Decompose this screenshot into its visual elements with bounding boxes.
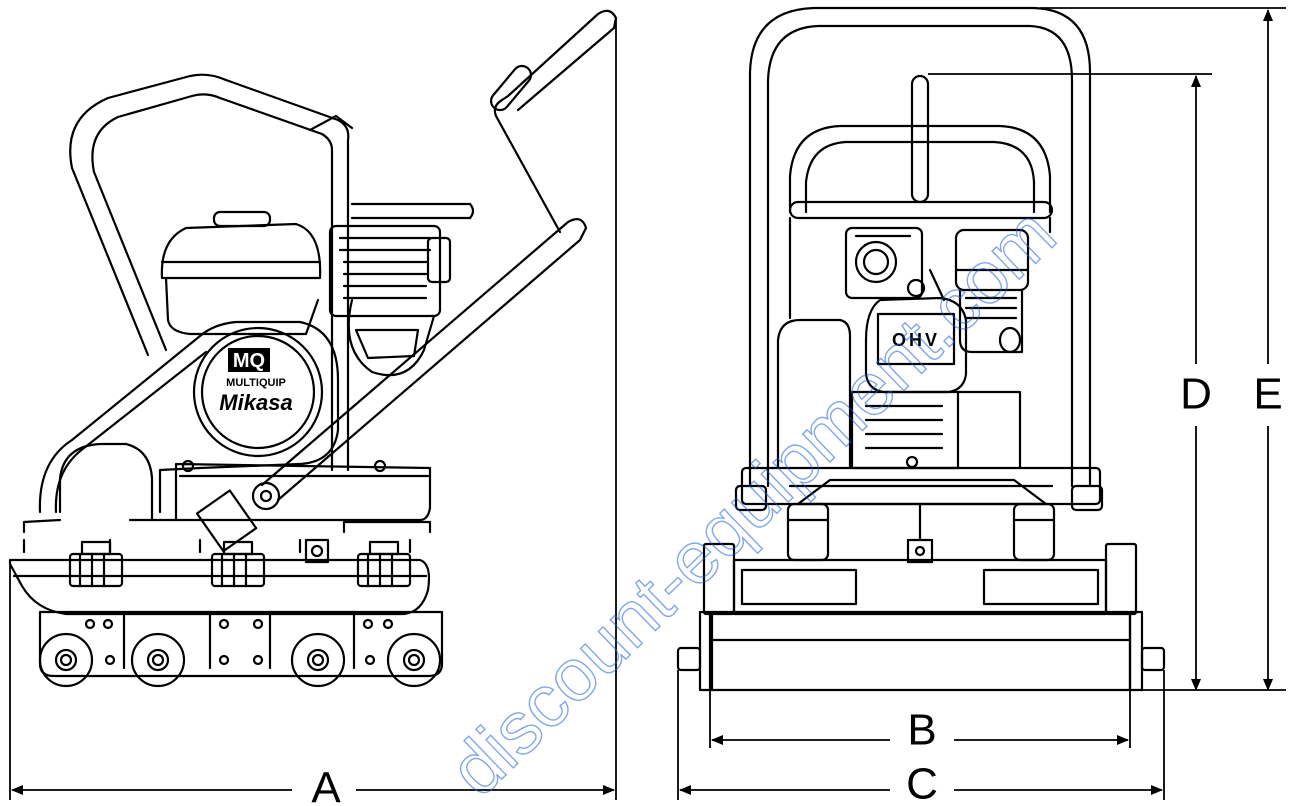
wheels bbox=[38, 632, 442, 688]
dimension-label-e: E bbox=[1253, 370, 1282, 419]
logo-badge: MQ bbox=[233, 350, 265, 372]
operator-handle bbox=[251, 9, 618, 511]
front-lifting-bail bbox=[748, 6, 1092, 488]
front-base-frame bbox=[734, 466, 1104, 564]
dimension-label-d: D bbox=[1180, 370, 1212, 419]
front-engine bbox=[844, 226, 1030, 394]
engine-ohv-label: OHV bbox=[892, 330, 940, 350]
skid-rail bbox=[38, 610, 444, 678]
front-dimensions bbox=[677, 7, 1286, 800]
dimension-label-c: C bbox=[906, 760, 938, 806]
dimension-label-b: B bbox=[907, 706, 936, 755]
logo-disc bbox=[192, 326, 324, 458]
dimension-label-a: A bbox=[311, 764, 341, 806]
compaction-plate bbox=[8, 538, 431, 616]
logo-company: MULTIQUIP bbox=[226, 377, 286, 389]
front-plate bbox=[676, 542, 1166, 692]
shock-mounts bbox=[68, 540, 412, 588]
dimension-a bbox=[9, 18, 617, 800]
base-frame bbox=[22, 459, 432, 553]
logo-brand: Mikasa bbox=[219, 390, 292, 415]
front-fuel-tank bbox=[776, 318, 1022, 470]
side-view: MQ MULTIQUIP Mikasa bbox=[8, 9, 618, 688]
lifting-bail bbox=[69, 73, 354, 472]
engine bbox=[160, 202, 475, 377]
mikasa-logo: MQ MULTIQUIP Mikasa bbox=[219, 348, 293, 415]
front-view: OHV bbox=[676, 6, 1166, 692]
front-handle bbox=[788, 74, 1054, 320]
belt-guard bbox=[38, 320, 340, 522]
